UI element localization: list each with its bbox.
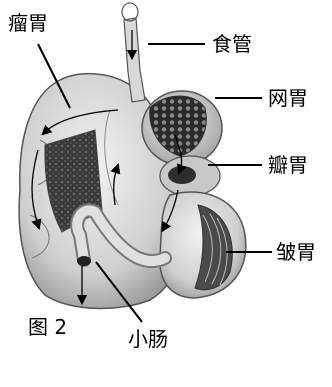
label-abomasum: 皱胃: [276, 241, 316, 263]
label-omasum: 瓣胃: [268, 154, 308, 176]
label-rumen: 瘤胃: [8, 12, 48, 34]
label-esophagus: 食管: [212, 33, 252, 55]
figure-caption: 图 2: [28, 316, 67, 338]
label-small-intestine: 小肠: [128, 328, 168, 350]
label-reticulum: 网胃: [268, 87, 308, 109]
